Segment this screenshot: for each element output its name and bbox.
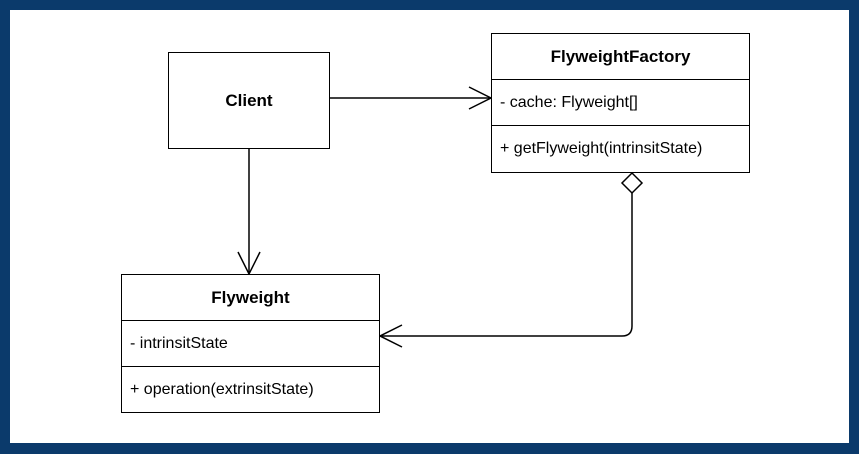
flyweight-class[interactable]: Flyweight - intrinsitState + operation(e…: [121, 274, 380, 413]
flyweight-factory-class-name: FlyweightFactory: [550, 46, 691, 66]
flyweight-factory-operation: + getFlyweight(intrinsitState): [492, 125, 749, 172]
client-class[interactable]: Client: [168, 52, 330, 149]
diagram-canvas: Client FlyweightFactory - cache: Flyweig…: [10, 10, 849, 443]
flyweight-operation: + operation(extrinsitState): [122, 366, 379, 412]
relations-layer: [237, 86, 644, 348]
flyweight-factory-class[interactable]: FlyweightFactory - cache: Flyweight[] + …: [491, 33, 750, 173]
flyweight-attribute: - intrinsitState: [122, 320, 379, 366]
factory-to-flyweight-aggregation: [378, 171, 644, 348]
flyweight-factory-attribute: - cache: Flyweight[]: [492, 79, 749, 125]
client-class-name: Client: [225, 90, 273, 110]
flyweight-class-name: Flyweight: [211, 287, 290, 307]
client-to-flyweight-association: [237, 149, 261, 276]
open-arrowhead-icon: [378, 324, 403, 348]
client-to-factory-association: [330, 86, 493, 110]
factory-to-flyweight-line: [380, 193, 633, 337]
aggregation-diamond-icon: [620, 171, 644, 195]
